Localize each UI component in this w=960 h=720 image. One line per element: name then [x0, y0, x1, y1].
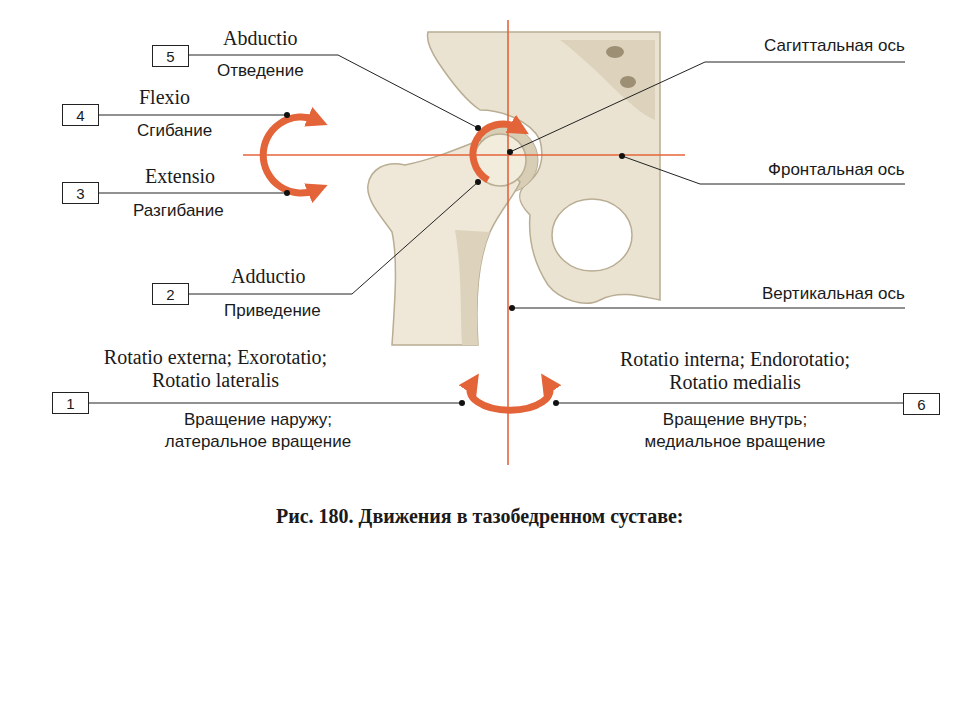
femur-bone — [368, 134, 526, 345]
figure-caption: Рис. 180. Движения в тазобедренном суста… — [276, 505, 684, 528]
russian-term: Приведение — [224, 300, 321, 322]
leader-dot — [475, 179, 481, 185]
russian-term: Сгибание — [137, 120, 212, 142]
femur-shading — [455, 230, 490, 345]
abduction-arrow — [473, 124, 518, 180]
leader-line — [512, 308, 905, 309]
sacral-foramen — [606, 46, 624, 58]
callout-box: 1 — [52, 392, 89, 414]
leader-dot — [507, 149, 513, 155]
pelvis-shading — [560, 40, 655, 120]
leader-dot — [553, 400, 559, 406]
frontal-axis — [243, 154, 685, 156]
callout-number: 4 — [76, 107, 84, 124]
leader-line — [188, 55, 478, 128]
leader-line — [622, 156, 905, 184]
latin-term: Abductio — [223, 27, 297, 50]
callout-box: 2 — [152, 283, 189, 305]
leader-line — [188, 182, 478, 294]
rotation-arrow — [470, 384, 550, 410]
latin-term: Rotatio interna; Endorotatio; Rotatio me… — [590, 348, 880, 394]
callout-number: 3 — [76, 185, 84, 202]
leader-line — [88, 403, 462, 404]
leader-dot — [509, 305, 515, 311]
leader-dots — [284, 112, 625, 406]
leader-line — [556, 403, 903, 404]
obturator-foramen — [552, 199, 632, 271]
leader-dot — [459, 400, 465, 406]
flexion-arrow — [263, 117, 316, 193]
callout-box: 3 — [62, 182, 99, 204]
axes — [243, 20, 685, 465]
callout-number: 5 — [166, 48, 174, 65]
leader-dot — [475, 125, 481, 131]
leader-dot — [619, 153, 625, 159]
axis-label: Фронтальная ось — [768, 159, 905, 181]
axis-label: Вертикальная ось — [762, 283, 905, 305]
callout-number: 2 — [166, 286, 174, 303]
latin-term: Adductio — [231, 265, 305, 288]
latin-term: Extensio — [145, 165, 215, 188]
russian-term: Вращение наружу; латеральное вращение — [147, 409, 369, 453]
leader-dot — [284, 190, 290, 196]
vertical-axis — [507, 20, 509, 465]
callout-number: 6 — [917, 396, 925, 413]
latin-term: Rotatio externa; Exorotatio; Rotatio lat… — [78, 346, 353, 392]
callout-box: 6 — [903, 393, 940, 415]
callout-number: 1 — [66, 395, 74, 412]
axis-label: Сагиттальная ось — [764, 35, 905, 57]
leader-line — [98, 115, 287, 116]
latin-term: Flexio — [139, 86, 190, 109]
russian-term: Вращение внутрь; медиальное вращение — [624, 409, 846, 453]
sacral-foramen — [620, 76, 636, 88]
callout-box: 4 — [62, 104, 99, 126]
leader-line — [98, 193, 287, 194]
leader-line — [510, 62, 905, 152]
russian-term: Отведение — [217, 60, 304, 82]
leader-dot — [284, 112, 290, 118]
callout-box: 5 — [152, 45, 189, 67]
russian-term: Разгибание — [133, 200, 224, 222]
